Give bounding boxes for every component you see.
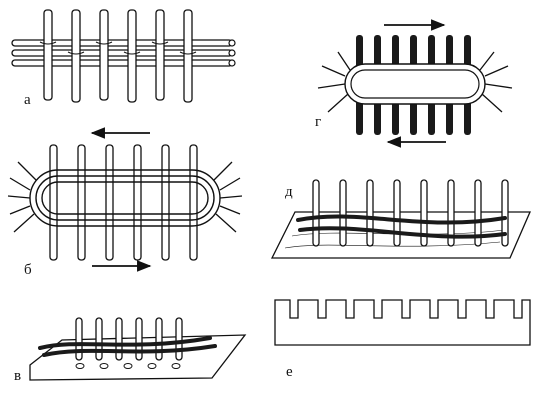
panel-v: в (14, 317, 247, 384)
panel-e: е (274, 299, 531, 380)
panel-g: г (315, 19, 513, 148)
panel-a-vertical-stakes (43, 9, 193, 103)
panel-a: а (11, 9, 236, 108)
panel-a-label: а (24, 92, 31, 108)
panel-a-weave-marks (39, 41, 197, 55)
panel-e-slotted-board (274, 299, 531, 346)
panel-d-dark-weave (296, 214, 507, 239)
panel-e-label: е (286, 364, 293, 380)
panel-g-label: г (315, 114, 321, 130)
panel-d-label: д (285, 184, 293, 200)
panel-v-board-holes (75, 363, 181, 369)
panel-g-inner-strands (350, 69, 480, 99)
panel-b-radiating-ends (7, 161, 243, 233)
panel-v-dark-weave (38, 336, 217, 357)
panel-a-rod-ends (228, 39, 236, 67)
panel-b-label: б (24, 262, 32, 278)
panel-b-vertical-stakes (49, 144, 198, 261)
panel-b: б (7, 127, 243, 278)
panel-g-radiating-ends (317, 51, 513, 113)
panel-v-label: в (14, 368, 21, 384)
panel-d: д (270, 179, 531, 259)
